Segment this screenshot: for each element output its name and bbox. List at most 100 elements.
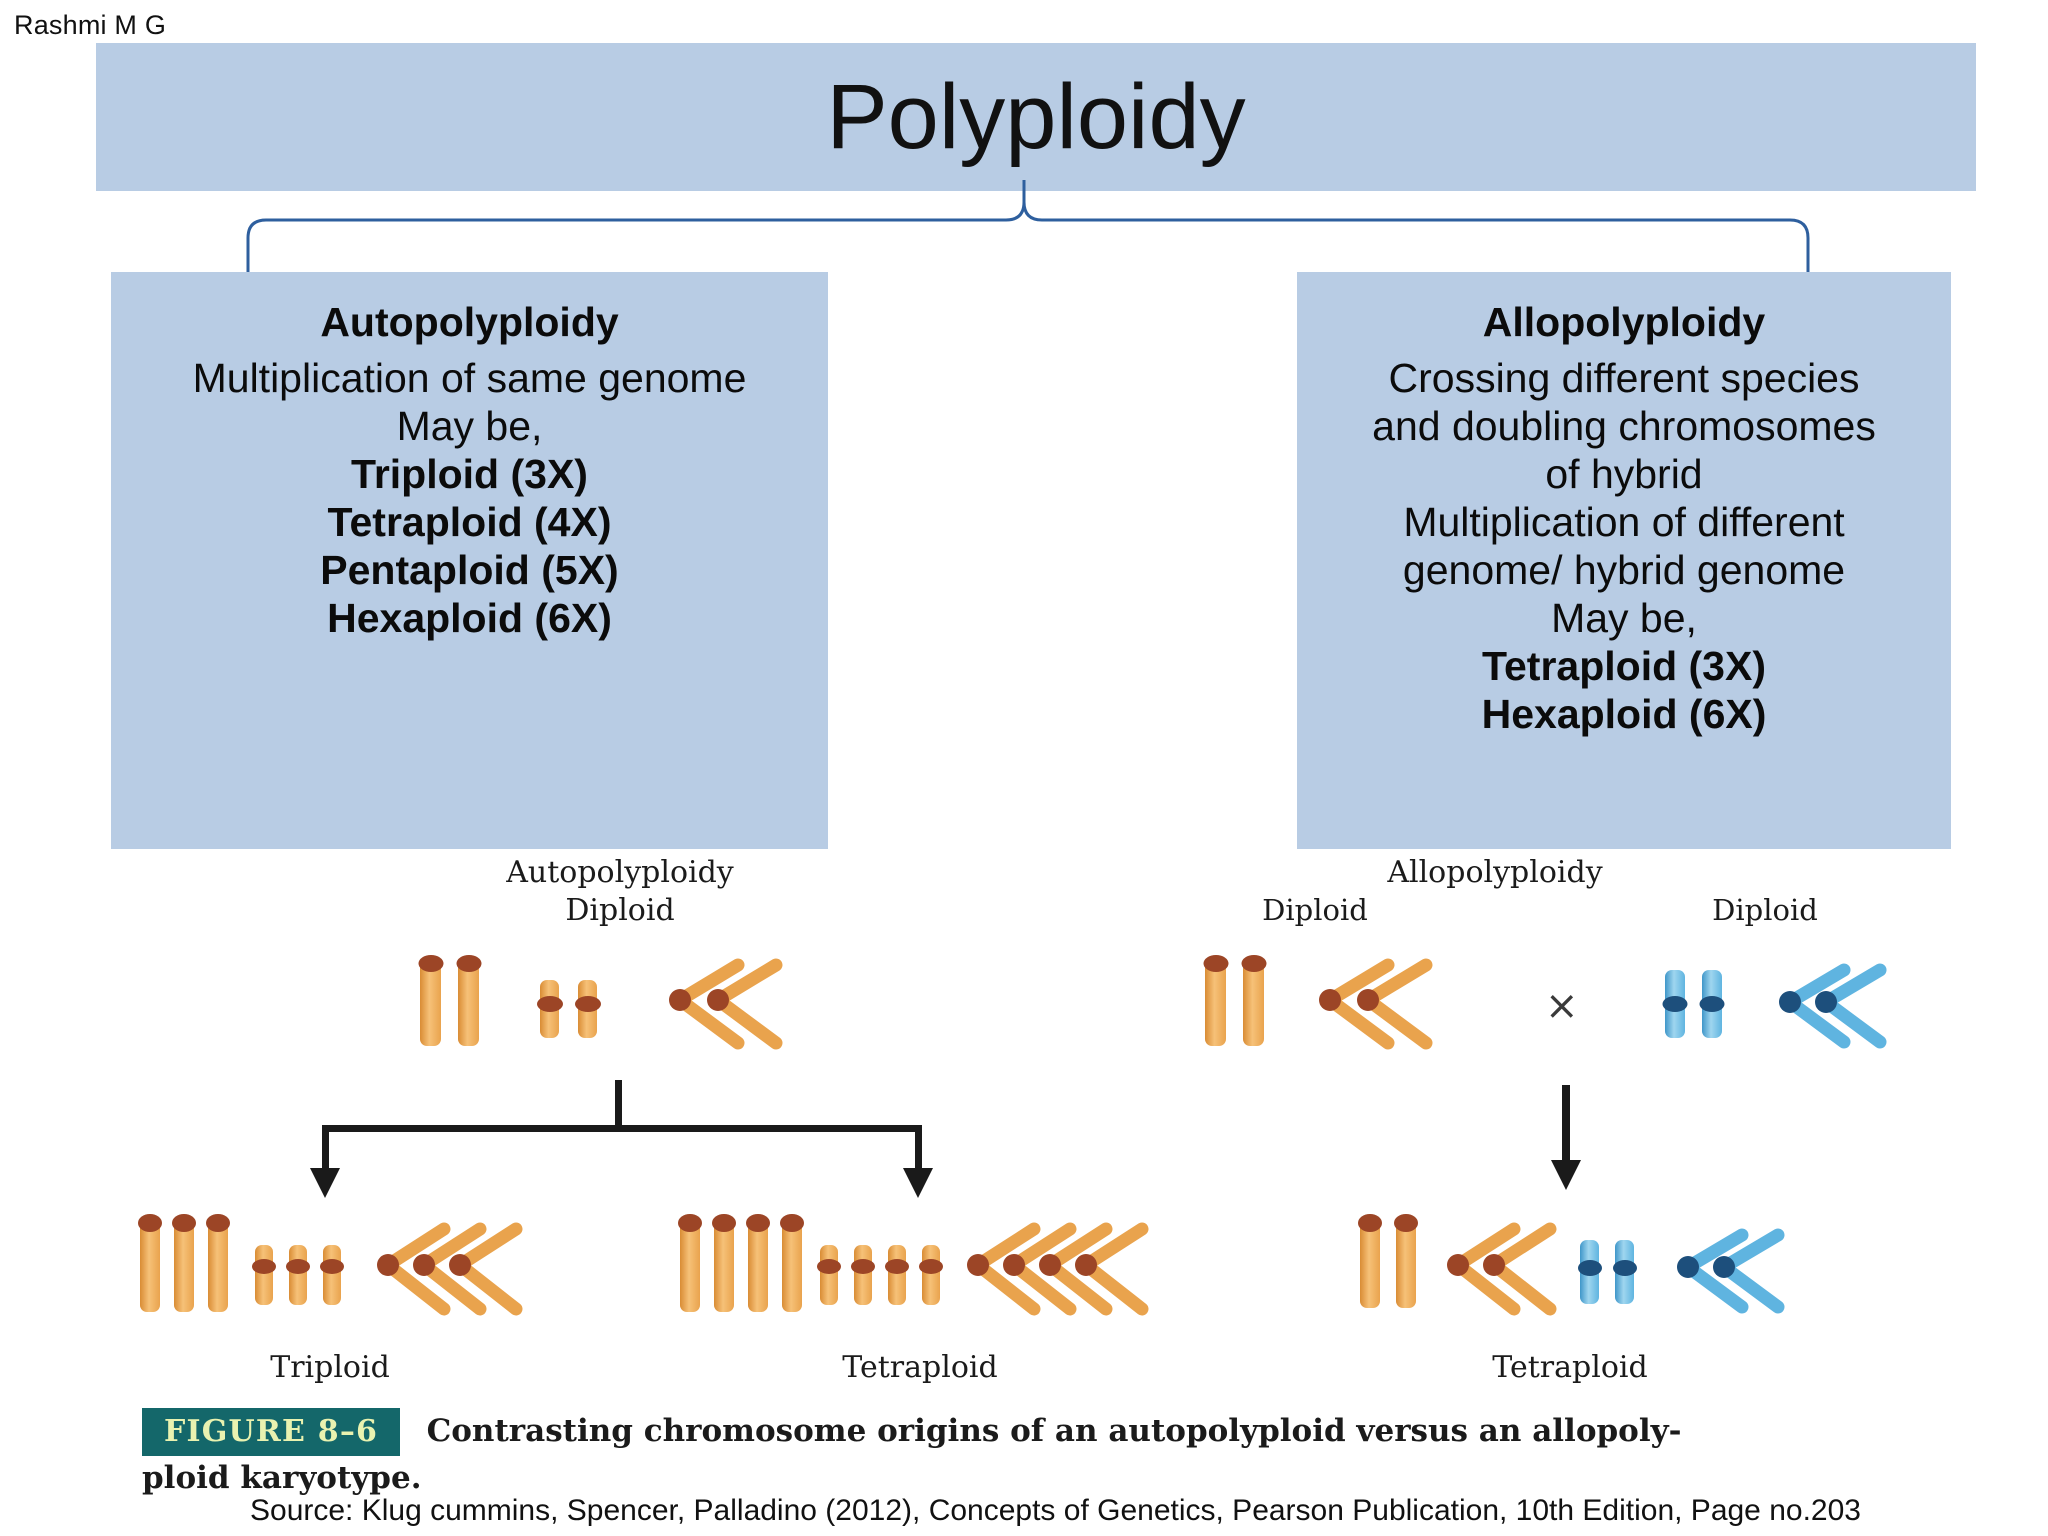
centromere bbox=[320, 1259, 344, 1274]
arrow-right-drop bbox=[915, 1125, 922, 1171]
arrow-head-left bbox=[310, 1168, 340, 1198]
chromosome-rod bbox=[1662, 970, 1688, 1038]
centromere bbox=[1358, 1214, 1382, 1232]
tetraploid-short-rods bbox=[817, 1245, 945, 1305]
centromere bbox=[138, 1214, 162, 1232]
chromosome-rod bbox=[1577, 1240, 1602, 1304]
centromere bbox=[252, 1259, 276, 1274]
figure-autopolyploidy-title: Autopolyploidy bbox=[506, 855, 734, 890]
chromosome-rod bbox=[206, 1214, 230, 1312]
allopolyploidy-heading: Allopolyploidy bbox=[1482, 299, 1766, 345]
figure-caption: FIGURE 8–6 Contrasting chromosome origin… bbox=[142, 1408, 1942, 1496]
centromere bbox=[712, 1214, 736, 1232]
tetraploid-v-chromosomes bbox=[967, 1222, 1149, 1316]
chromosome-rod bbox=[1612, 1240, 1637, 1304]
figure-caption-line-2: ploid karyotype. bbox=[142, 1460, 422, 1496]
auto-diploid-short-rods bbox=[536, 980, 602, 1038]
author-label: Rashmi M G bbox=[14, 10, 167, 40]
concept-box-allopolyploidy: Allopolyploidy Crossing different specie… bbox=[1297, 272, 1951, 849]
allo-tetraploid-blue-rods bbox=[1577, 1240, 1639, 1304]
figure-caption-line-1: Contrasting chromosome origins of an aut… bbox=[426, 1413, 1682, 1450]
centromere bbox=[678, 1214, 702, 1232]
chromosome-rod bbox=[286, 1245, 310, 1305]
figure-number-badge: FIGURE 8–6 bbox=[142, 1408, 401, 1456]
auto-diploid-long-rods bbox=[418, 955, 484, 1046]
chromosome-rod bbox=[885, 1245, 909, 1305]
arrow-stem bbox=[615, 1080, 622, 1128]
chromosome-rod bbox=[817, 1245, 841, 1305]
allopolyploidy-line-6: May be, bbox=[1551, 595, 1697, 642]
centromere bbox=[1699, 996, 1725, 1012]
allo-tetraploid-orange-rods bbox=[1358, 1214, 1421, 1308]
allo-parent-orange-v-chromosomes bbox=[1319, 958, 1433, 1050]
allopolyploidy-line-3: of hybrid bbox=[1545, 451, 1703, 498]
arrow-left-drop bbox=[322, 1125, 329, 1171]
centromere bbox=[1394, 1214, 1418, 1232]
centromere bbox=[172, 1214, 196, 1232]
centromere bbox=[418, 955, 443, 972]
figure-autopolyploidy-diploid-label: Diploid bbox=[565, 893, 675, 928]
centromere bbox=[1241, 955, 1266, 972]
autopolyploidy-heading: Autopolyploidy bbox=[320, 299, 619, 345]
arrow-head-right bbox=[903, 1168, 933, 1198]
centromere bbox=[851, 1259, 875, 1274]
chromosome-rod bbox=[746, 1214, 770, 1312]
centromere bbox=[1662, 996, 1688, 1012]
centromere bbox=[1203, 955, 1228, 972]
allopolyploidy-line-4: Multiplication of different bbox=[1403, 499, 1845, 546]
chromosome-rod bbox=[1394, 1214, 1418, 1308]
chromosome-rod bbox=[418, 955, 443, 1046]
brace-connector bbox=[246, 180, 1810, 280]
autopolyploidy-line-5: Pentaploid (5X) bbox=[320, 547, 619, 594]
result-label-allo-tetraploid: Tetraploid bbox=[1492, 1350, 1648, 1385]
result-label-triploid: Triploid bbox=[270, 1350, 390, 1385]
autopolyploidy-line-3: Triploid (3X) bbox=[351, 451, 588, 498]
allopolyploidy-line-1: Crossing different species bbox=[1388, 355, 1860, 402]
triploid-v-chromosomes bbox=[377, 1222, 523, 1316]
autopolyploidy-line-6: Hexaploid (6X) bbox=[327, 595, 612, 642]
centromere bbox=[206, 1214, 230, 1232]
centromere bbox=[919, 1259, 943, 1274]
cross-symbol: × bbox=[1545, 983, 1579, 1029]
chromosome-rod bbox=[320, 1245, 344, 1305]
arrow-allo-stem bbox=[1562, 1085, 1570, 1163]
allo-parent-blue-rods bbox=[1662, 970, 1727, 1038]
centromere bbox=[885, 1259, 909, 1274]
chromosome-rod bbox=[1203, 955, 1228, 1046]
centromere bbox=[1612, 1260, 1637, 1276]
figure-8-6: Autopolyploidy Diploid Allopolyploidy Di… bbox=[0, 855, 2048, 1415]
chromosome-rod bbox=[456, 955, 481, 1046]
centromere bbox=[746, 1214, 770, 1232]
figure-allo-diploid-right-label: Diploid bbox=[1712, 893, 1818, 927]
centromere bbox=[1577, 1260, 1602, 1276]
chromosome-rod bbox=[712, 1214, 736, 1312]
figure-allo-diploid-left-label: Diploid bbox=[1262, 893, 1368, 927]
chromosome-rod bbox=[252, 1245, 276, 1305]
concept-box-autopolyploidy: Autopolyploidy Multiplication of same ge… bbox=[111, 272, 828, 849]
chromosome-rod bbox=[138, 1214, 162, 1312]
chromosome-rod bbox=[780, 1214, 804, 1312]
allo-parent-orange-rods bbox=[1203, 955, 1269, 1046]
autopolyploidy-line-2: May be, bbox=[396, 403, 543, 450]
chromosome-rod bbox=[574, 980, 601, 1038]
figure-allopolyploidy-title: Allopolyploidy bbox=[1387, 855, 1603, 890]
chromosome-rod bbox=[851, 1245, 875, 1305]
chromosome-rod bbox=[536, 980, 563, 1038]
result-label-tetraploid: Tetraploid bbox=[842, 1350, 998, 1385]
chromosome-rod bbox=[172, 1214, 196, 1312]
triploid-short-rods bbox=[252, 1245, 346, 1305]
allo-tetraploid-blue-v-chromosomes bbox=[1677, 1228, 1785, 1314]
chromosome-rod bbox=[1241, 955, 1266, 1046]
arrow-head-allo bbox=[1551, 1160, 1581, 1190]
triploid-long-rods bbox=[138, 1214, 233, 1312]
allo-parent-blue-v-chromosomes bbox=[1779, 963, 1887, 1049]
centromere bbox=[536, 996, 563, 1012]
page-title: Polyploidy bbox=[826, 66, 1246, 168]
allopolyploidy-line-8: Hexaploid (6X) bbox=[1481, 691, 1767, 738]
centromere bbox=[456, 955, 481, 972]
chromosome-rod bbox=[678, 1214, 702, 1312]
centromere bbox=[286, 1259, 310, 1274]
allopolyploidy-line-2: and doubling chromosomes bbox=[1372, 403, 1876, 450]
centromere bbox=[817, 1259, 841, 1274]
